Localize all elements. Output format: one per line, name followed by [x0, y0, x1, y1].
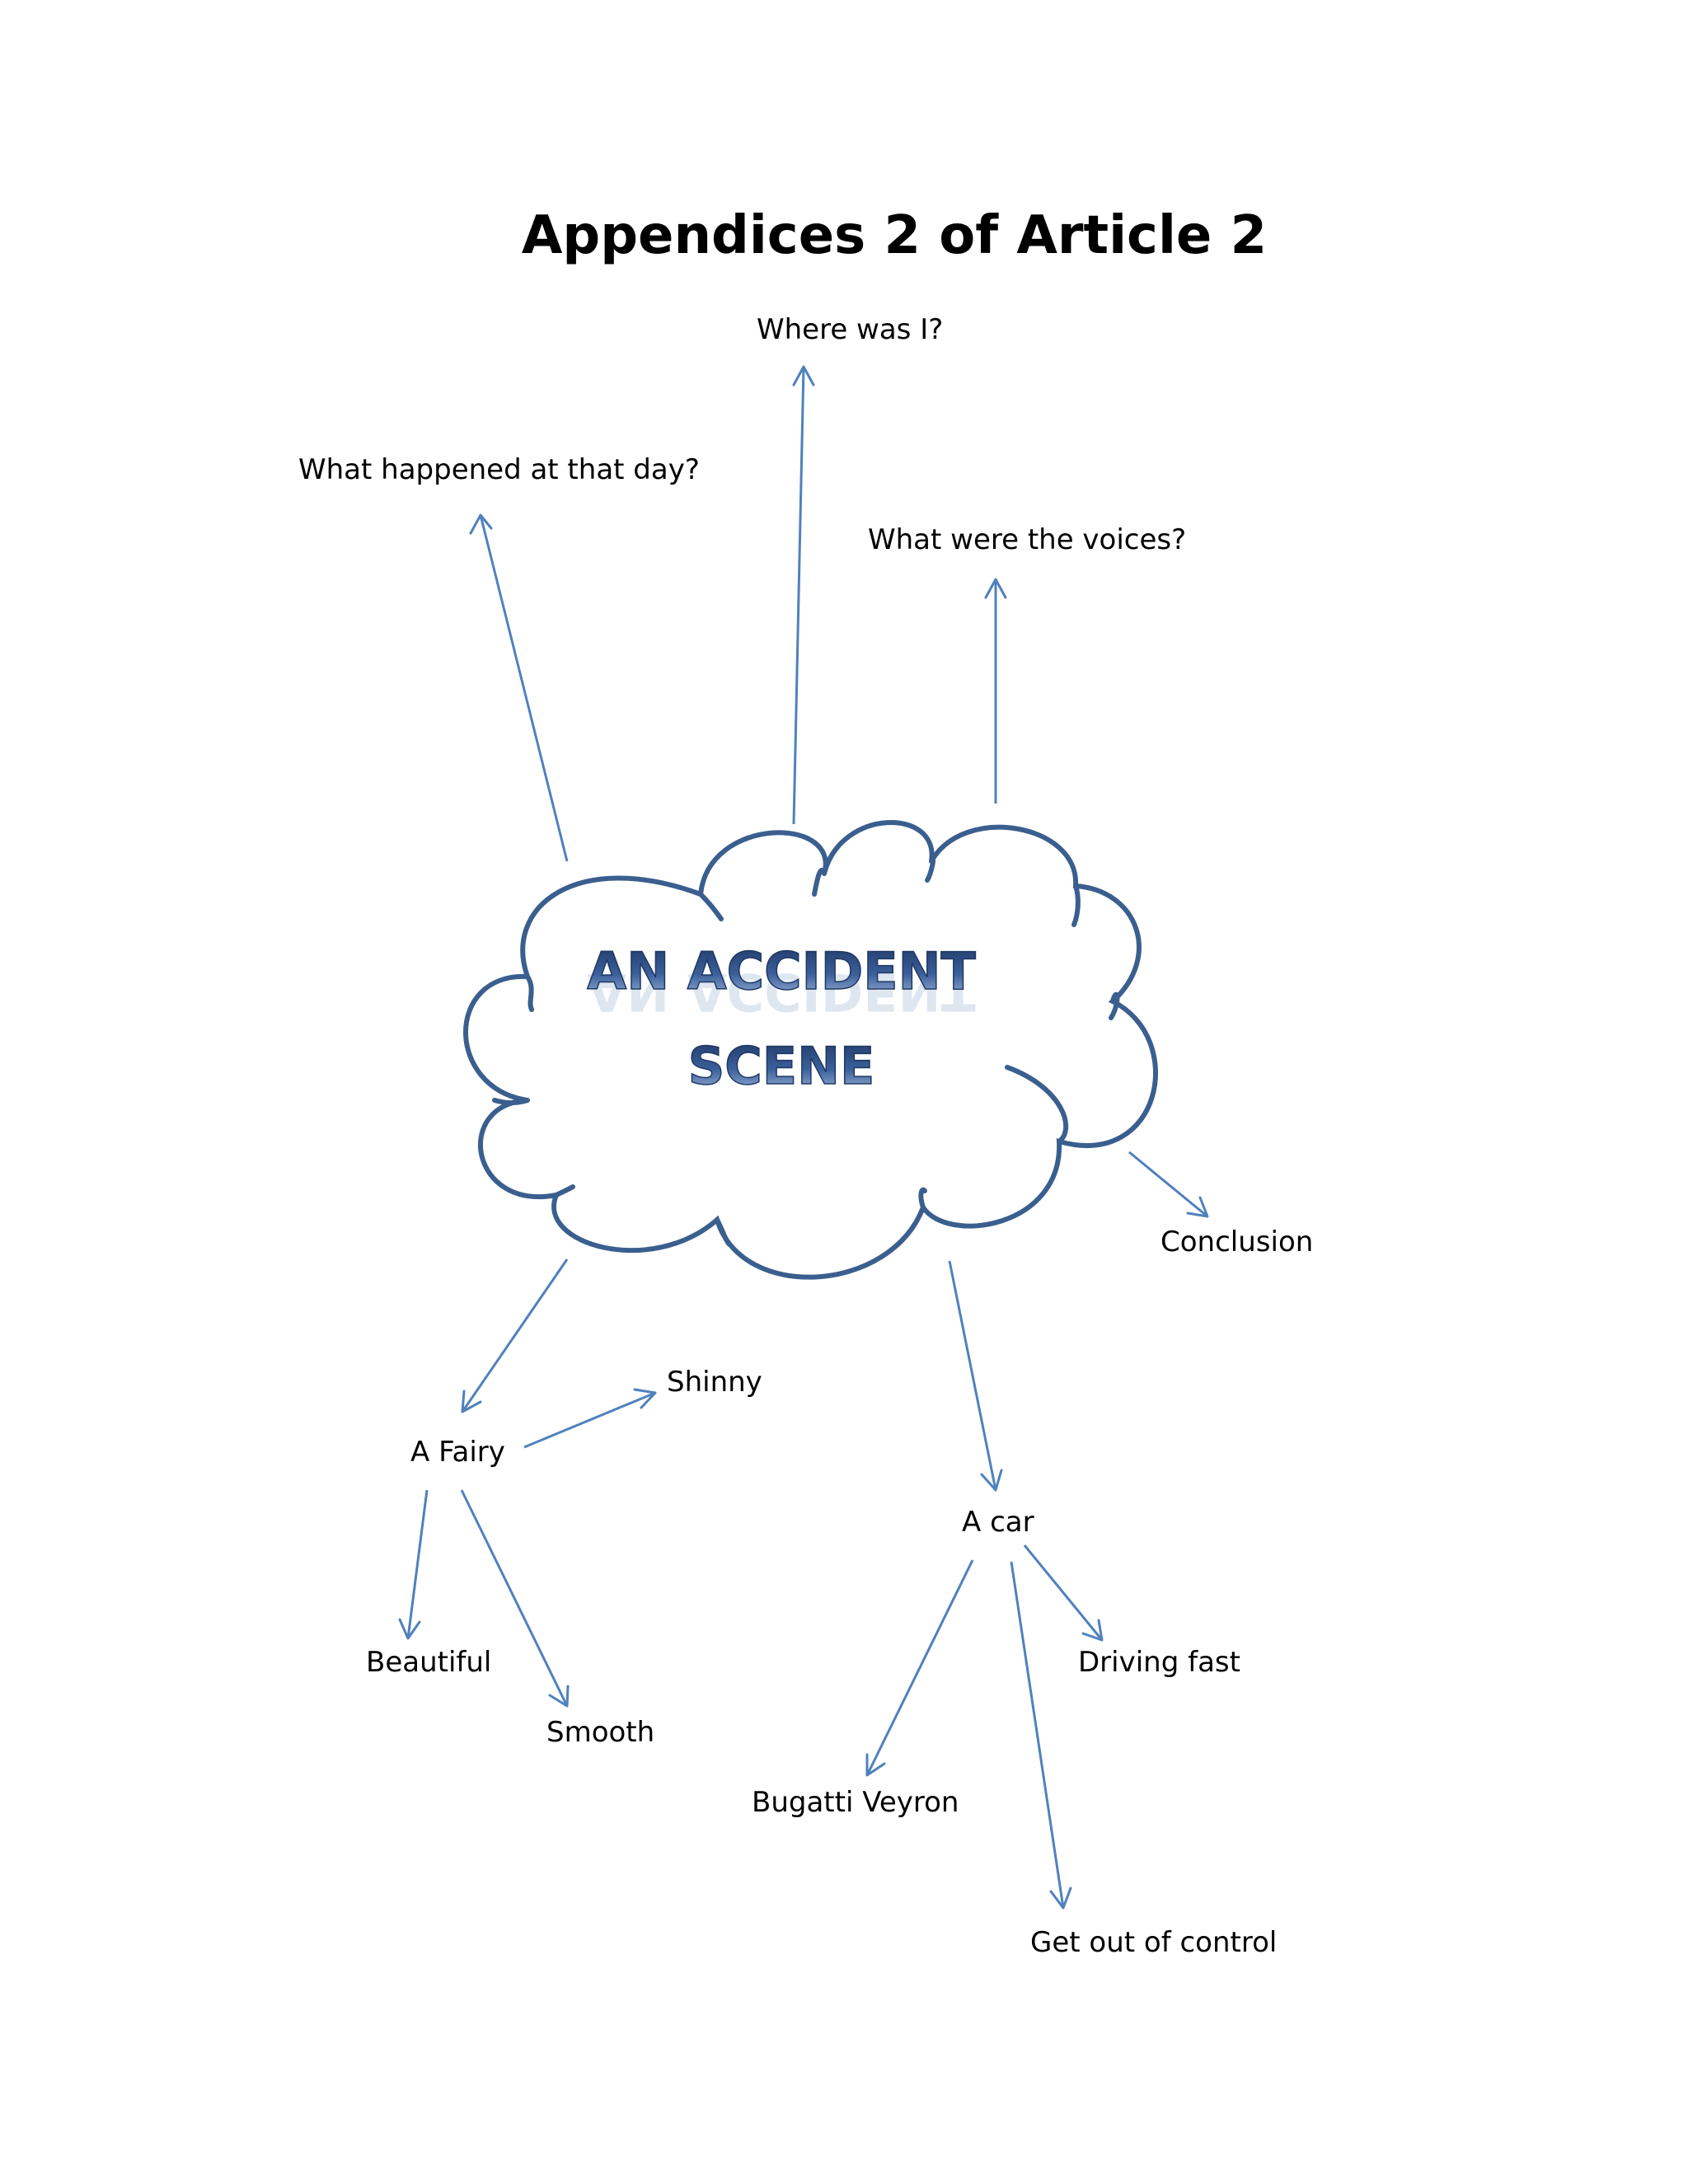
arrow-to-conclusion: [1128, 1151, 1209, 1218]
node-driving-fast: Driving fast: [1078, 1646, 1240, 1679]
arrow-to-bugatti-veyron: [865, 1559, 974, 1777]
center-title-line1-reflection: AN ACCIDENT: [587, 962, 976, 1022]
center-title-line2: SCENE: [688, 1036, 875, 1096]
node-a-car: A car: [962, 1506, 1034, 1539]
node-what-voices: What were the voices?: [868, 523, 1187, 556]
arrow-to-what-voices: [984, 578, 1007, 804]
page-title: Appendices 2 of Article 2: [521, 205, 1268, 266]
arrow-to-a-fairy: [461, 1258, 569, 1413]
arrow-to-where-was-i: [792, 365, 815, 825]
node-smooth: Smooth: [546, 1716, 655, 1749]
node-a-fairy: A Fairy: [410, 1436, 505, 1469]
node-where-was-i: Where was I?: [757, 313, 944, 346]
arrow-to-shinny: [523, 1388, 657, 1449]
node-conclusion: Conclusion: [1160, 1226, 1314, 1258]
arrow-to-get-out-of-control: [1010, 1561, 1072, 1910]
arrow-to-a-car: [948, 1260, 1003, 1492]
arrow-to-beautiful: [398, 1489, 429, 1640]
center-title-line1: AN ACCIDENT: [587, 941, 976, 1001]
node-beautiful: Beautiful: [366, 1646, 492, 1679]
node-what-happened: What happened at that day?: [298, 453, 700, 486]
arrow-to-what-happened: [469, 513, 569, 862]
thought-cloud: [463, 819, 1158, 1280]
node-bugatti-veyron: Bugatti Veyron: [752, 1786, 959, 1819]
node-get-out-of-control: Get out of control: [1030, 1926, 1278, 1959]
arrow-to-driving-fast: [1023, 1544, 1104, 1642]
node-shinny: Shinny: [667, 1366, 762, 1399]
arrow-to-smooth: [460, 1489, 570, 1708]
